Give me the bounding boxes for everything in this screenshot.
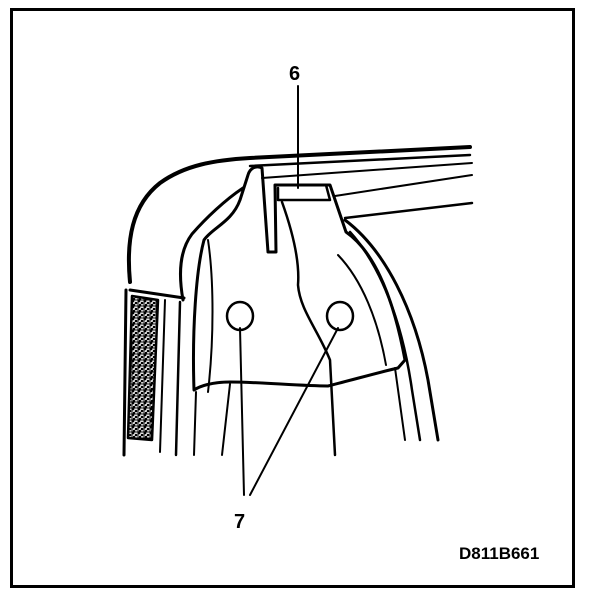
- seal-bottom-edge: [128, 288, 186, 300]
- pillar-line-left-1: [122, 288, 128, 457]
- callout-label-6: 6: [289, 63, 301, 85]
- speckled-insert: [126, 294, 160, 442]
- leader-line-7a: [239, 327, 245, 496]
- callout-label-7: 7: [234, 511, 246, 533]
- roof-rail-line-2: [261, 162, 473, 179]
- corner-seal-outline: [126, 145, 472, 284]
- bracket-tab-fold: [280, 200, 337, 457]
- figure-frame: [10, 8, 575, 588]
- bracket-tab-6: [276, 183, 332, 202]
- door-frame-curve-1: [343, 218, 440, 442]
- pillar-line-left-2: [159, 299, 166, 453]
- panel-line-1: [193, 391, 197, 456]
- roof-rail-line-4: [343, 201, 474, 220]
- bolt-hole-right: [325, 300, 355, 332]
- roof-rail-line-1: [248, 153, 472, 168]
- figure-code-label: D811B661: [459, 544, 540, 563]
- roof-rail-line-3: [334, 174, 473, 197]
- leader-line-7b: [249, 327, 339, 496]
- bolt-hole-left: [225, 300, 255, 332]
- corner-seal-inner: [178, 186, 245, 302]
- bracket-left-fold: [207, 239, 214, 393]
- pillar-line-left-3: [174, 300, 182, 457]
- door-frame-curve-2: [348, 230, 422, 442]
- panel-line-2: [221, 383, 231, 456]
- door-frame-curve-3: [394, 367, 406, 441]
- bracket-inner-curve: [337, 254, 387, 366]
